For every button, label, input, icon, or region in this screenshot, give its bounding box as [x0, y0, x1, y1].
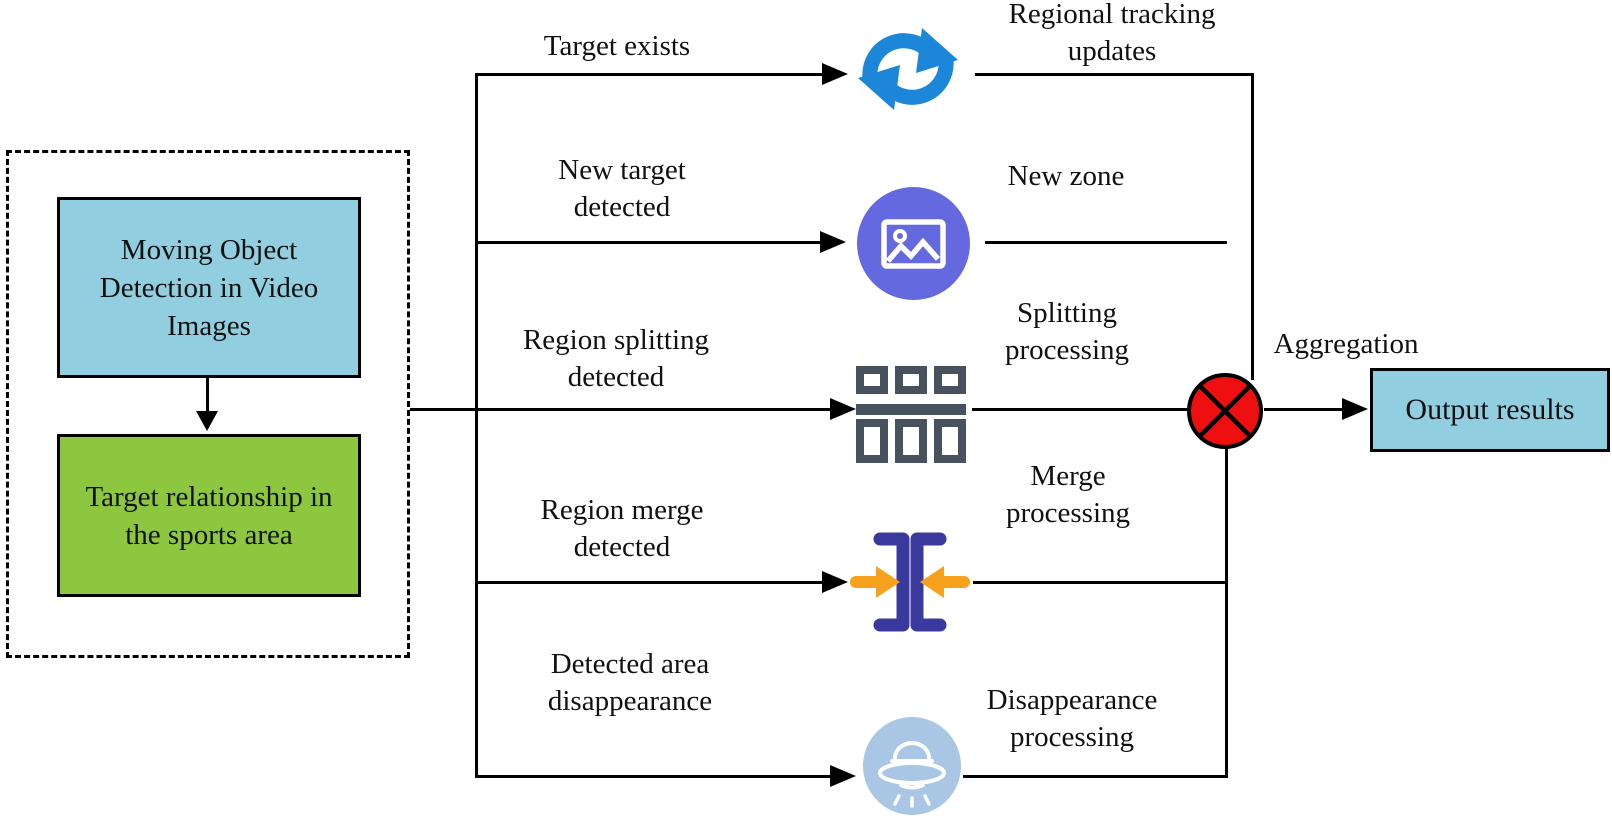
merge-icon	[850, 532, 970, 632]
outcome-line-tracking	[975, 73, 1254, 76]
relationship-box: Target relationship in the sports area	[57, 434, 361, 597]
tracking-down-line	[1251, 73, 1254, 380]
detection-box-label: Moving Object Detection in Video Images	[99, 233, 319, 342]
aggregation-label: Aggregation	[1273, 328, 1419, 360]
condition-target-exists: Target exists	[543, 30, 691, 62]
input-stage-container	[6, 150, 410, 658]
detection-to-relationship-line	[206, 378, 209, 414]
outcome-splitting-processing: Splitting processing	[1004, 297, 1130, 366]
condition-region-merge: Region merge detected	[540, 494, 704, 563]
aggregation-to-output-line	[1264, 408, 1342, 411]
branch-line-disappearance	[475, 775, 830, 778]
outcome-disappearance-processing: Disappearance processing	[986, 684, 1158, 753]
branch-line-region-merge	[475, 581, 822, 584]
relationship-box-label: Target relationship in the sports area	[85, 480, 333, 551]
branch-line-new-target	[475, 241, 820, 244]
outcome-line-merge	[973, 581, 1228, 584]
outcome-line-splitting	[972, 408, 1188, 411]
output-box: Output results	[1370, 368, 1610, 452]
right-arrowhead-icon	[820, 231, 846, 253]
ufo-icon	[863, 717, 961, 815]
outcome-new-zone: New zone	[1007, 160, 1125, 192]
right-arrowhead-icon	[830, 398, 856, 420]
outcome-merge-processing: Merge processing	[1005, 460, 1131, 529]
outcome-tracking-updates: Regional tracking updates	[1008, 0, 1216, 67]
split-grid-icon	[856, 366, 966, 463]
right-arrowhead-icon	[1342, 398, 1368, 420]
right-arrowhead-icon	[830, 765, 856, 787]
condition-area-disappearance: Detected area disappearance	[547, 648, 713, 717]
image-icon	[857, 187, 970, 300]
down-arrowhead-icon	[196, 411, 218, 431]
sync-icon	[858, 28, 958, 110]
output-box-label: Output results	[1405, 393, 1575, 426]
condition-new-target: New target detected	[558, 154, 686, 223]
detection-box: Moving Object Detection in Video Images	[57, 197, 361, 378]
branch-trunk-line	[475, 73, 478, 778]
branch-line-target-exists	[475, 73, 822, 76]
merge-up-line	[1225, 447, 1228, 778]
condition-region-splitting: Region splitting detected	[522, 324, 710, 393]
aggregation-node-icon	[1187, 373, 1263, 449]
right-arrowhead-icon	[822, 63, 848, 85]
outcome-line-new-zone	[985, 241, 1227, 244]
outcome-line-disappearance	[963, 775, 1228, 778]
main-connector-line	[410, 408, 830, 411]
right-arrowhead-icon	[822, 571, 848, 593]
